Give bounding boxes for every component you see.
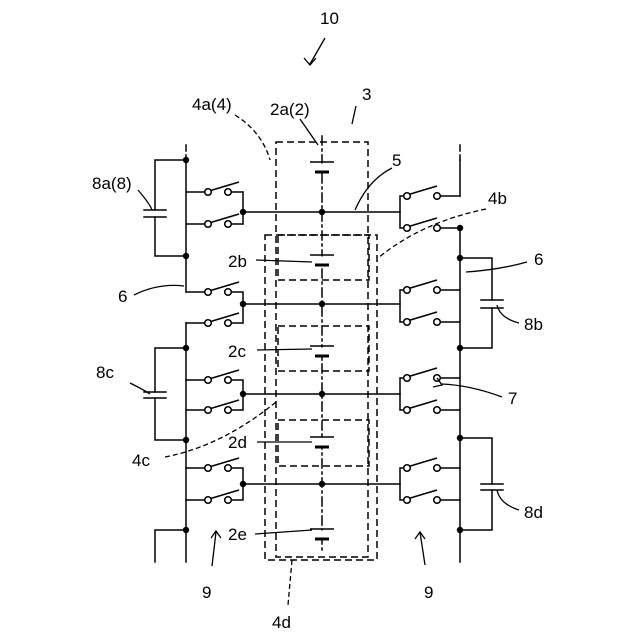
ref-6-left-label: 6	[118, 287, 127, 306]
junction-dot	[183, 253, 189, 259]
battery-cell	[310, 162, 334, 172]
ref-8b-label: 8b	[524, 315, 543, 334]
junction-dot	[457, 255, 463, 261]
switch-symbol	[205, 490, 243, 503]
ref-6-right-label: 6	[534, 250, 543, 269]
switch-symbol	[205, 282, 243, 295]
ref-2e-label: 2e	[228, 525, 247, 544]
switch-symbol	[403, 218, 440, 231]
switch-symbol	[205, 370, 243, 383]
switch-symbol	[205, 400, 243, 413]
switch-symbol	[403, 312, 440, 325]
ref-2c-label: 2c	[228, 342, 246, 361]
ref-7-label: 7	[508, 389, 517, 408]
leader-lines	[130, 38, 527, 605]
junction-dot	[319, 301, 325, 307]
switch-symbol	[205, 458, 243, 471]
ref-2b-label: 2b	[228, 252, 247, 271]
battery-cell	[310, 346, 334, 356]
ref-5-label: 5	[392, 151, 401, 170]
ref-4c-label: 4c	[132, 451, 150, 470]
switch-symbol	[403, 368, 440, 381]
junction-dot	[183, 437, 189, 443]
ref-4b-label: 4b	[488, 189, 507, 208]
ref-2d-label: 2d	[228, 433, 247, 452]
switch-symbol	[403, 400, 440, 413]
ref-4d-label: 4d	[272, 613, 291, 632]
junction-dot	[457, 225, 463, 231]
ref-4a-label: 4a(4)	[192, 95, 232, 114]
ref-9-left-label: 9	[202, 583, 211, 602]
figure-number: 10	[320, 9, 339, 28]
switch-symbol	[403, 490, 440, 503]
ref-3-label: 3	[362, 85, 371, 104]
battery-cell	[310, 437, 334, 447]
junction-dot	[183, 527, 189, 533]
switch-symbol	[205, 313, 243, 326]
ref-8a-label: 8a(8)	[92, 174, 132, 193]
junction-dot	[240, 301, 246, 307]
switch-symbol	[403, 458, 440, 471]
ref-9-right-label: 9	[424, 583, 433, 602]
junction-dot	[457, 527, 463, 533]
ref-2a-label: 2a(2)	[270, 100, 310, 119]
junction-dot	[319, 481, 325, 487]
battery-cell	[310, 529, 334, 539]
junction-dot	[240, 209, 246, 215]
switch-symbol	[205, 214, 243, 227]
junction-dot	[240, 391, 246, 397]
junction-dot	[183, 345, 189, 351]
battery-cell	[310, 255, 334, 265]
junction-dots	[183, 157, 463, 533]
junction-dot	[240, 481, 246, 487]
junction-dot	[183, 157, 189, 163]
switch-symbol	[403, 186, 440, 199]
switch-symbol	[205, 182, 243, 195]
ref-8d-label: 8d	[524, 503, 543, 522]
junction-dot	[319, 391, 325, 397]
ref-8c-label: 8c	[96, 363, 114, 382]
junction-dot	[457, 345, 463, 351]
switch-symbol	[403, 280, 440, 293]
junction-dot	[457, 435, 463, 441]
junction-dot	[319, 209, 325, 215]
